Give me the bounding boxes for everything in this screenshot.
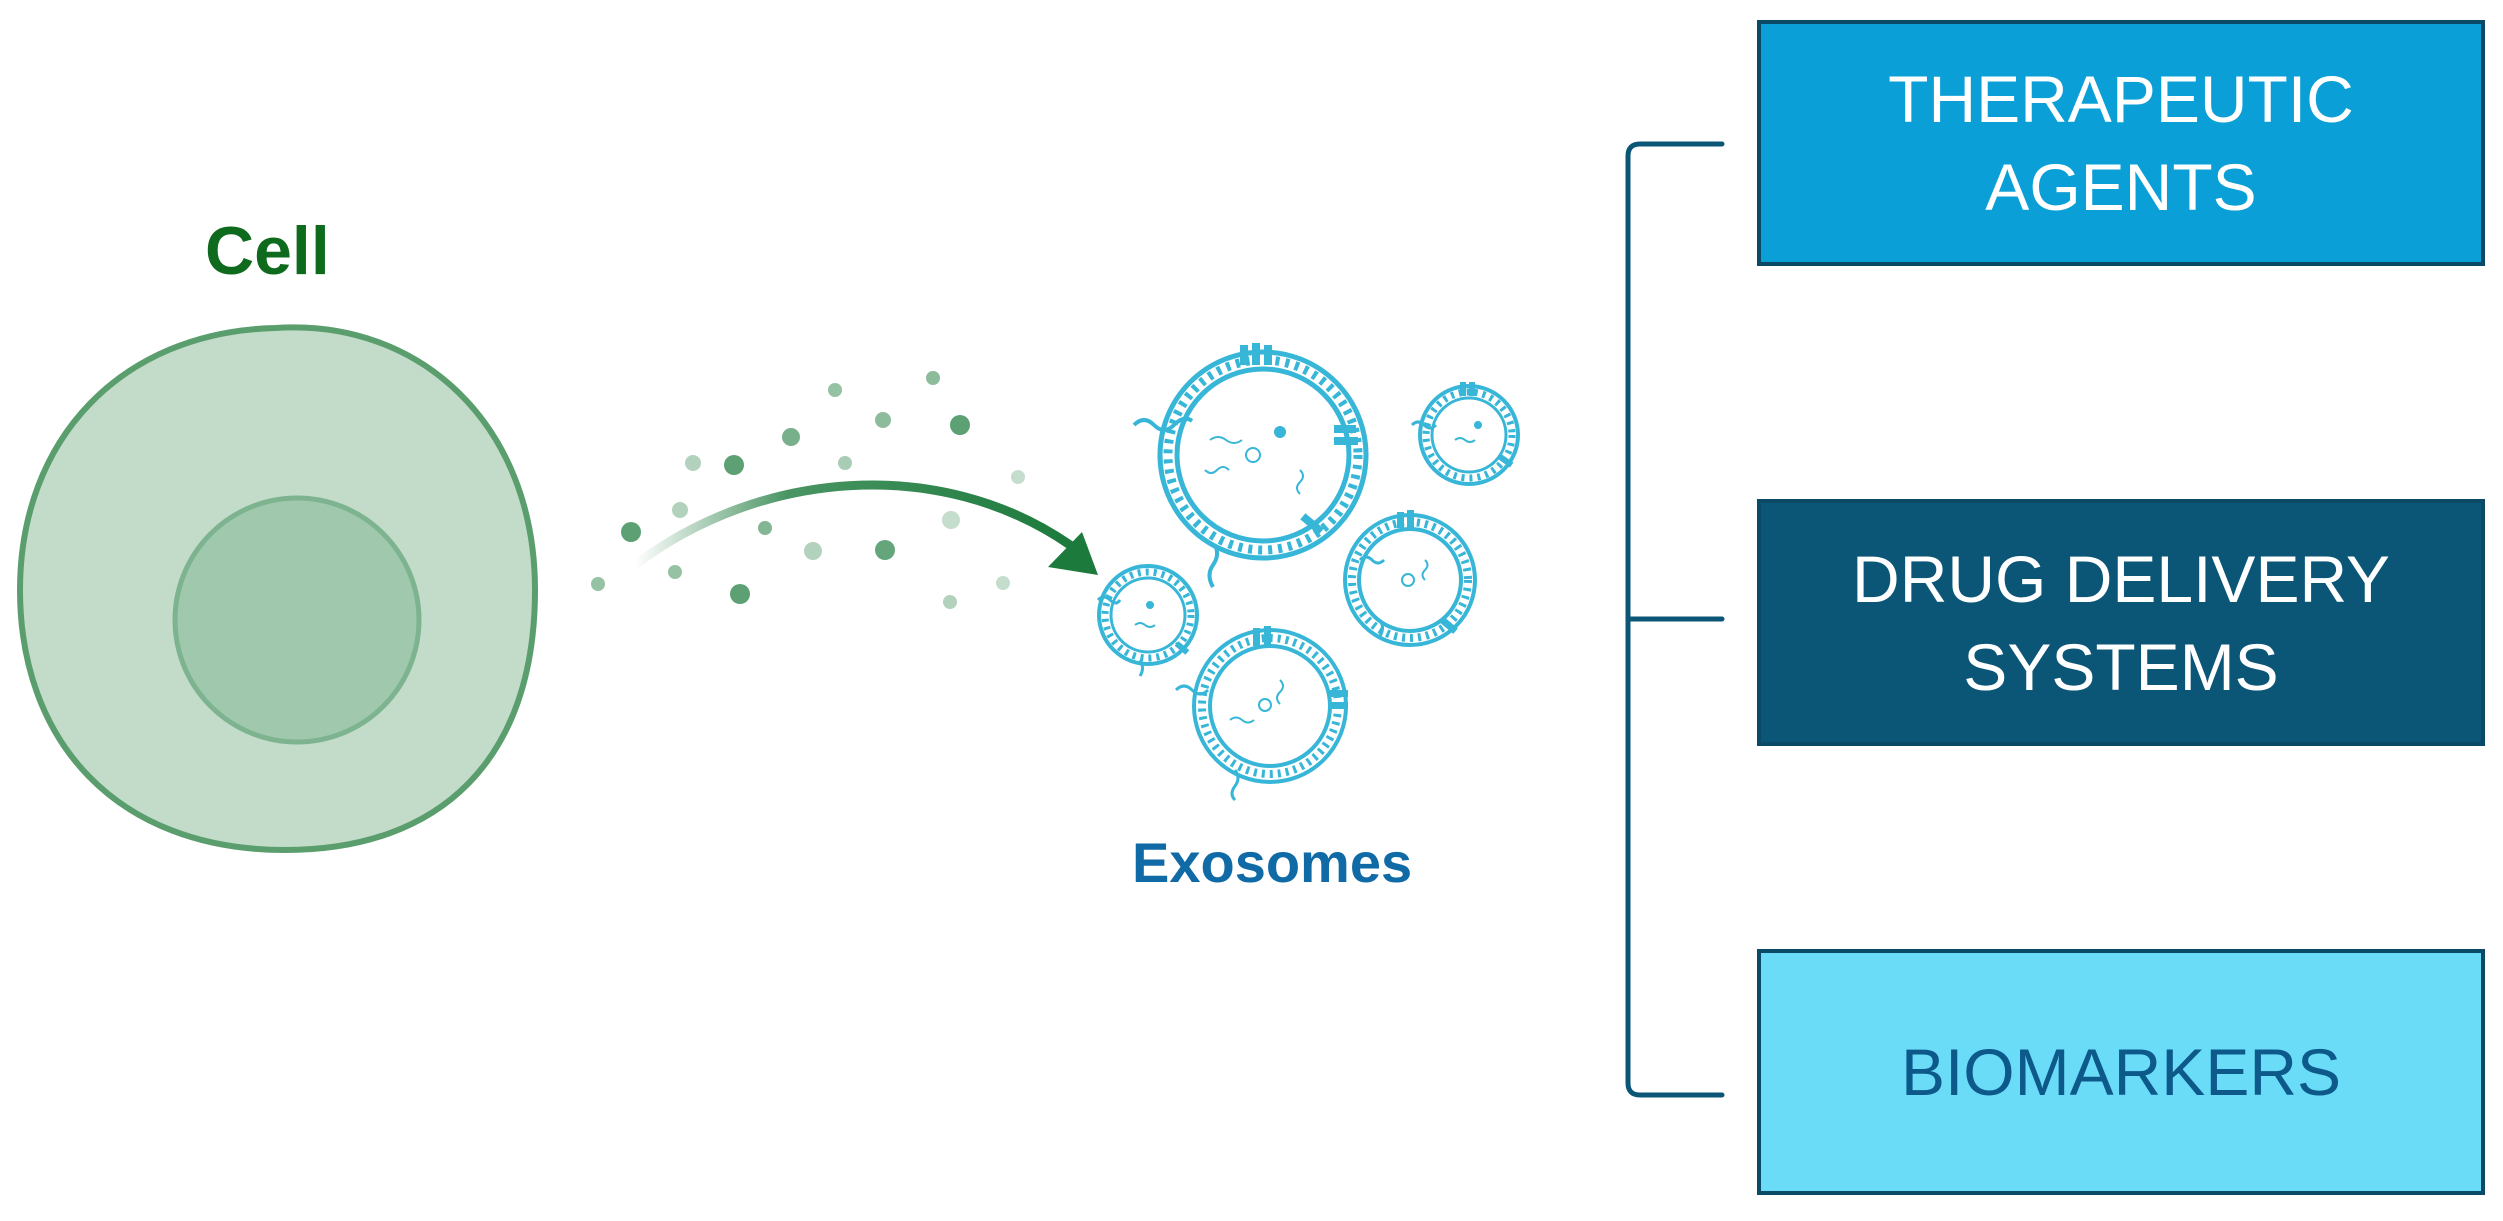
release-arrow — [630, 480, 1098, 575]
cell-label: Cell — [205, 213, 330, 289]
cell-nucleus — [172, 495, 422, 745]
arrow-head — [1048, 532, 1098, 575]
application-bracket — [1625, 141, 1725, 1098]
exosome-bottom — [1174, 626, 1348, 802]
exosomes-label: Exosomes — [1132, 831, 1413, 894]
exosome-large — [1132, 343, 1369, 589]
cell — [16, 324, 539, 854]
drug-delivery-systems-box: DRUG DELIVERY SYSTEMS — [1757, 499, 2485, 746]
biomarkers-box: BIOMARKERS — [1757, 949, 2485, 1195]
released-vesicles — [591, 371, 1025, 609]
exosome-medium-right — [1343, 510, 1477, 647]
exosome-small-left — [1096, 564, 1199, 677]
therapeutic-agents-box: THERAPEUTIC AGENTS — [1757, 20, 2485, 266]
exosome-cluster — [1096, 343, 1520, 802]
exosome-small-top — [1410, 382, 1520, 486]
